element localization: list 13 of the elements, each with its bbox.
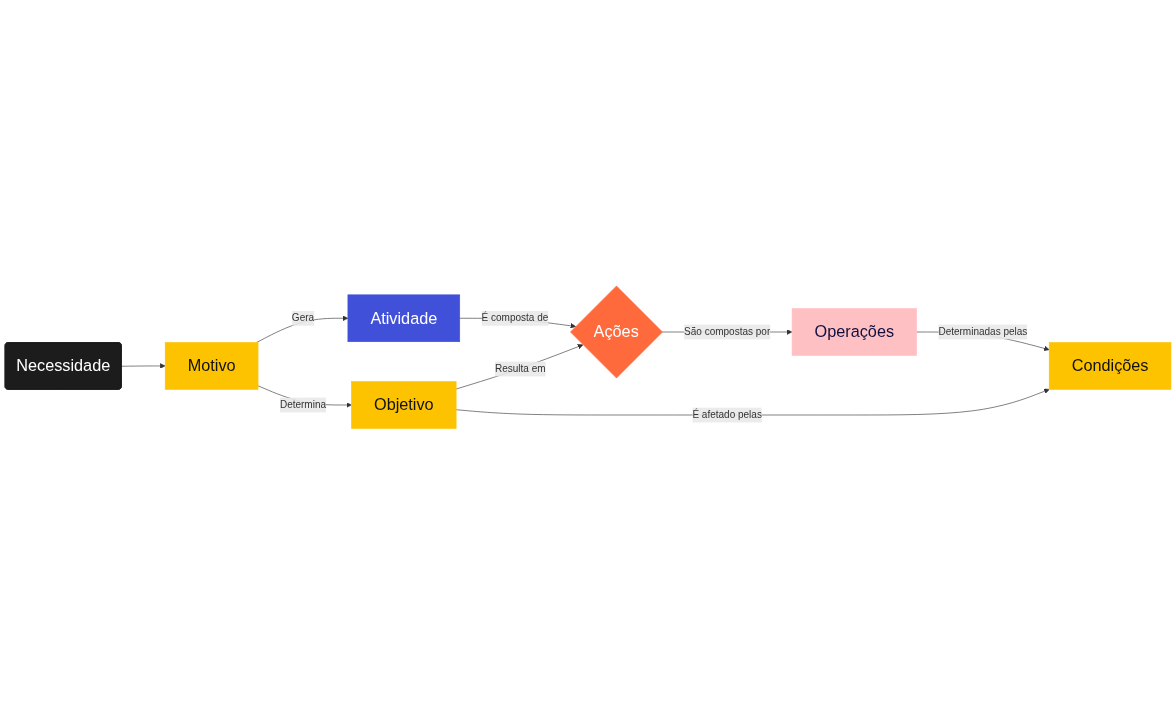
edge-label: É afetado pelas xyxy=(692,409,762,421)
node-box: Operações xyxy=(791,308,917,357)
edge-label: É composta de xyxy=(481,312,549,324)
edge-label: Determinadas pelas xyxy=(938,326,1028,338)
node-box: Atividade xyxy=(347,294,461,343)
node-diamond: Ações xyxy=(570,285,663,379)
node-box: Condições xyxy=(1048,342,1172,390)
edge-label: Resulta em xyxy=(494,363,546,375)
edge-label: Gera xyxy=(291,312,315,324)
node-box: Motivo xyxy=(164,342,259,390)
node-box: Objetivo xyxy=(351,381,457,430)
edge-label: São compostas por xyxy=(684,326,771,338)
edge-label: Determina xyxy=(279,399,327,411)
